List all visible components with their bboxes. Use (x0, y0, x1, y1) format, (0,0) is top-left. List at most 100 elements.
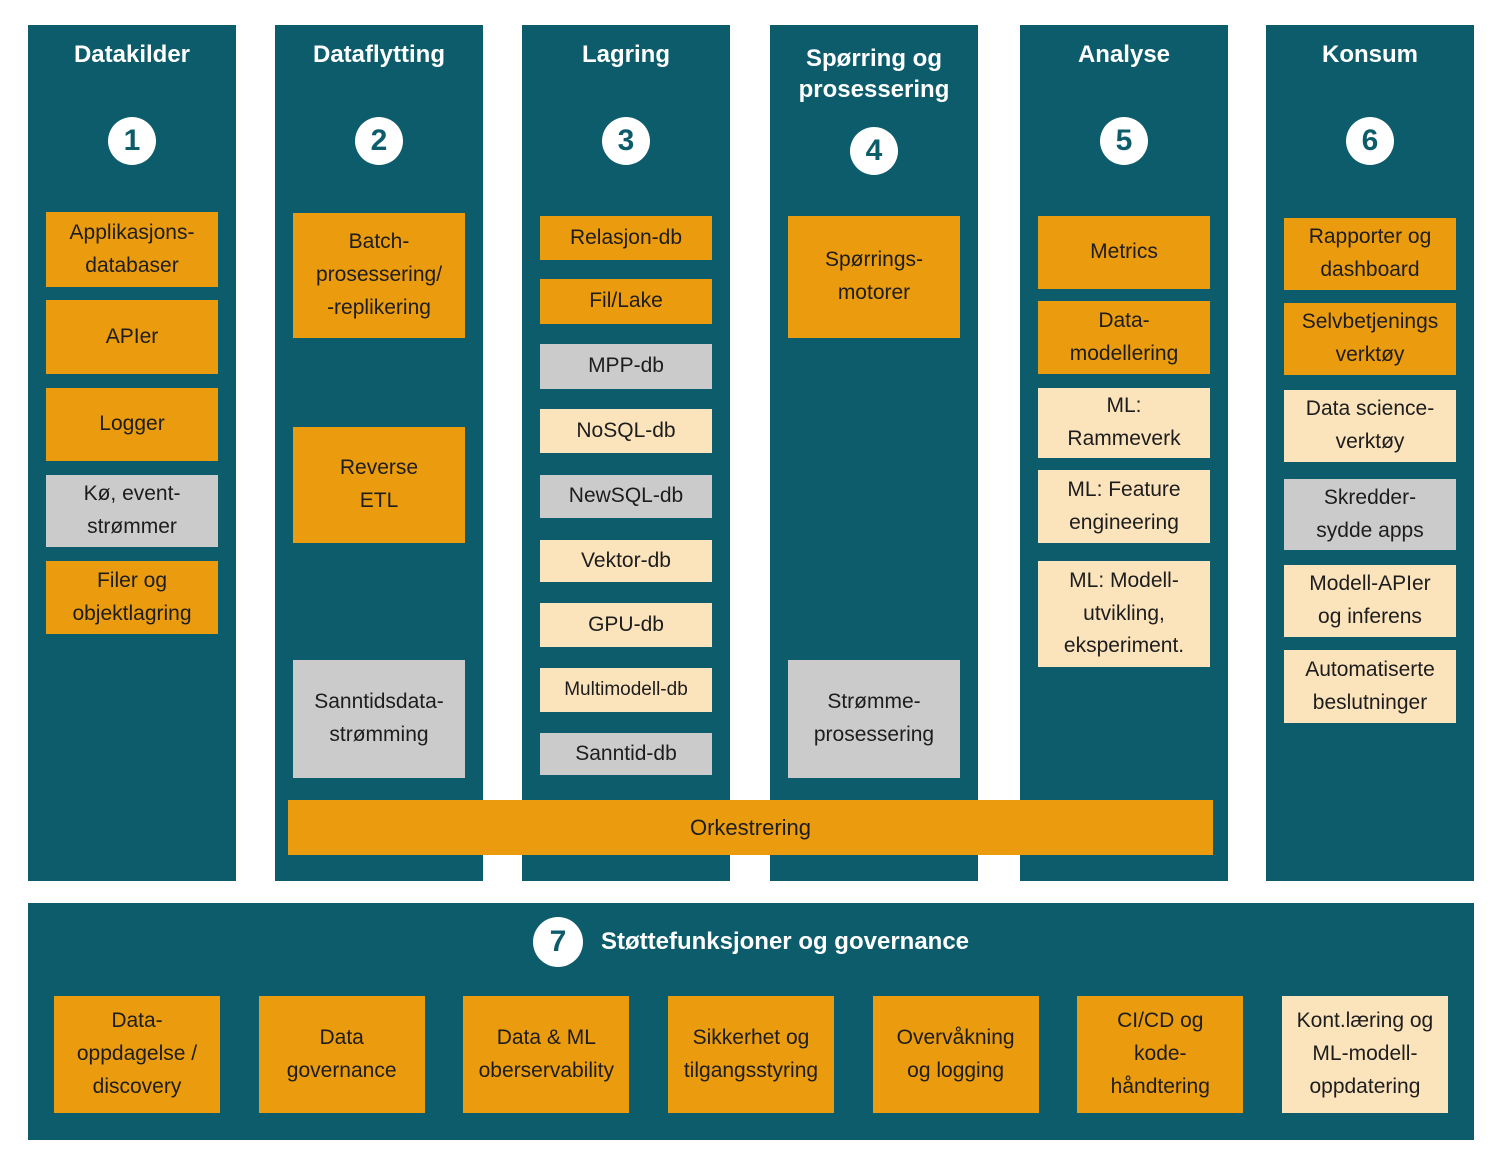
box-data-oppdagelse-discovery: Data- oppdagelse / discovery (54, 996, 220, 1113)
column-konsum: Konsum 6 Rapporter og dashboard Selvbetj… (1266, 25, 1474, 881)
support-boxes-row: Data- oppdagelse / discovery Data govern… (28, 996, 1474, 1113)
step-number: 3 (617, 124, 635, 157)
column-dataflytting: Dataflytting 2 Batch- prosessering/ -rep… (275, 25, 483, 881)
box-data-modellering: Data- modellering (1038, 301, 1210, 374)
box-label: Sikkerhet og tilgangsstyring (683, 1025, 819, 1082)
box-label: ML: Rammeverk (1067, 394, 1181, 450)
box-label: Rapporter og dashboard (1308, 225, 1432, 281)
box-label: Batch- prosessering/ -replikering (315, 230, 443, 319)
box-sikkerhet-og-tilgangsstyring: Sikkerhet og tilgangsstyring (667, 996, 834, 1113)
box-label: APIer (105, 324, 159, 348)
step-6-badge: 6 (1346, 117, 1394, 165)
column-title: Dataflytting (313, 41, 445, 68)
box-newsql-db: NewSQL-db (540, 475, 712, 518)
support-header: 7 Støttefunksjoner og governance (28, 917, 1474, 967)
box-ml-rammeverk: ML: Rammeverk (1038, 388, 1210, 458)
box-ko-eventstrommer: Kø, event- strømmer (46, 475, 218, 547)
box-label: Kø, event- strømmer (83, 482, 181, 538)
box-label: Relasjon-db (569, 225, 683, 249)
box-label: Multimodell-db (564, 679, 688, 701)
box-label: NoSQL-db (576, 418, 676, 442)
box-label: CI/CD og kode- håndtering (1110, 1009, 1210, 1098)
box-gpu-db: GPU-db (540, 603, 712, 647)
step-5-badge: 5 (1100, 117, 1148, 165)
box-metrics: Metrics (1038, 216, 1210, 289)
box-label: Filer og objektlagring (72, 568, 192, 625)
box-label: Metrics (1090, 240, 1158, 264)
step-number: 4 (865, 134, 883, 167)
box-label: Sanntidsdata- strømming (314, 690, 444, 746)
box-data-science-verktoy: Data science- verktøy (1284, 390, 1456, 462)
box-applikasjons-databaser: Applikasjons- databaser (46, 212, 218, 287)
box-label: NewSQL-db (568, 484, 684, 508)
column-sporring-og-prosessering: Spørring og prosessering 4 Spørrings- mo… (770, 25, 978, 881)
step-number: 7 (549, 925, 567, 958)
column-analyse: Analyse 5 Metrics Data- modellering ML: … (1020, 25, 1228, 881)
box-ml-modellutvikling: ML: Modell- utvikling, eksperiment. (1038, 561, 1210, 667)
box-label: Applikasjons- databaser (69, 220, 195, 277)
box-label: Reverse ETL (339, 456, 419, 512)
orchestration-label: Orkestrering (689, 814, 812, 840)
box-label: Data science- verktøy (1305, 397, 1435, 453)
column-title: Lagring (582, 41, 670, 68)
box-label: GPU-db (588, 612, 664, 636)
support-title: Støttefunksjoner og governance (600, 928, 970, 955)
box-nosql-db: NoSQL-db (540, 409, 712, 453)
box-multimodell-db: Multimodell-db (540, 668, 712, 712)
box-automatiserte-beslutninger: Automatiserte beslutninger (1284, 650, 1456, 723)
box-data-ml-observability: Data & ML oberservability (463, 996, 630, 1113)
box-data-governance: Data governance (258, 996, 425, 1113)
box-label: Data & ML oberservability (478, 1025, 615, 1082)
box-vektor-db: Vektor-db (540, 540, 712, 582)
box-stromme-prosessering: Strømme- prosessering (788, 660, 960, 778)
column-title: Konsum (1322, 41, 1418, 68)
step-3-badge: 3 (602, 117, 650, 165)
column-lagring: Lagring 3 Relasjon-db Fil/Lake MPP-db No… (522, 25, 730, 881)
box-label: Skredder- sydde apps (1316, 485, 1424, 542)
box-label: Overvåkning og logging (896, 1025, 1015, 1082)
box-rapporter-og-dashboard: Rapporter og dashboard (1284, 218, 1456, 290)
box-label: ML: Feature engineering (1067, 477, 1181, 534)
box-ml-feature-engineering: ML: Feature engineering (1038, 470, 1210, 543)
column-title: Datakilder (73, 41, 191, 68)
box-logger: Logger (46, 388, 218, 461)
box-label: MPP-db (588, 354, 664, 378)
box-kontinuerlig-laering-ml-modelloppdatering: Kont.læring og ML-modell- oppdatering (1281, 996, 1448, 1113)
box-label: Data- modellering (1069, 308, 1179, 365)
box-label: Kont.læring og ML-modell- oppdatering (1296, 1009, 1434, 1098)
box-relasjon-db: Relasjon-db (540, 216, 712, 260)
box-mpp-db: MPP-db (540, 344, 712, 389)
box-filer-og-objektlagring: Filer og objektlagring (46, 561, 218, 634)
box-modell-apier-og-inferens: Modell-APIer og inferens (1284, 565, 1456, 637)
box-sanntid-db: Sanntid-db (540, 733, 712, 775)
box-label: Modell-APIer og inferens (1309, 572, 1431, 628)
column-title: Spørring og prosessering (798, 45, 950, 104)
box-label: Selvbetjenings verktøy (1301, 310, 1439, 366)
column-datakilder: Datakilder 1 Applikasjons- databaser API… (28, 25, 236, 881)
box-reverse-etl: Reverse ETL (293, 427, 465, 543)
box-selvbetjeningsverktoy: Selvbetjenings verktøy (1284, 303, 1456, 375)
box-label: Logger (99, 412, 165, 436)
box-apier: APIer (46, 300, 218, 374)
step-2-badge: 2 (355, 117, 403, 165)
box-label: Data- oppdagelse / discovery (76, 1009, 198, 1098)
box-label: Spørrings- motorer (824, 248, 924, 304)
step-number: 5 (1115, 124, 1133, 157)
step-number: 6 (1361, 124, 1379, 157)
step-number: 2 (370, 124, 388, 157)
step-1-badge: 1 (108, 117, 156, 165)
box-label: Data governance (286, 1025, 397, 1082)
box-sanntidsdata-stromming: Sanntidsdata- strømming (293, 660, 465, 778)
box-batch-prosessering: Batch- prosessering/ -replikering (293, 213, 465, 338)
box-skreddersydde-apps: Skredder- sydde apps (1284, 479, 1456, 550)
box-label: Fil/Lake (589, 289, 663, 313)
box-label: Sanntid-db (575, 741, 677, 765)
step-number: 1 (123, 124, 141, 157)
support-governance-section: 7 Støttefunksjoner og governance Data- o… (28, 903, 1474, 1140)
box-label: Vektor-db (581, 548, 671, 572)
box-label: ML: Modell- utvikling, eksperiment. (1063, 568, 1185, 658)
box-sporringsmotorer: Spørrings- motorer (788, 216, 960, 338)
step-7-badge: 7 (532, 917, 583, 967)
orchestration-bar: Orkestrering (288, 800, 1213, 855)
